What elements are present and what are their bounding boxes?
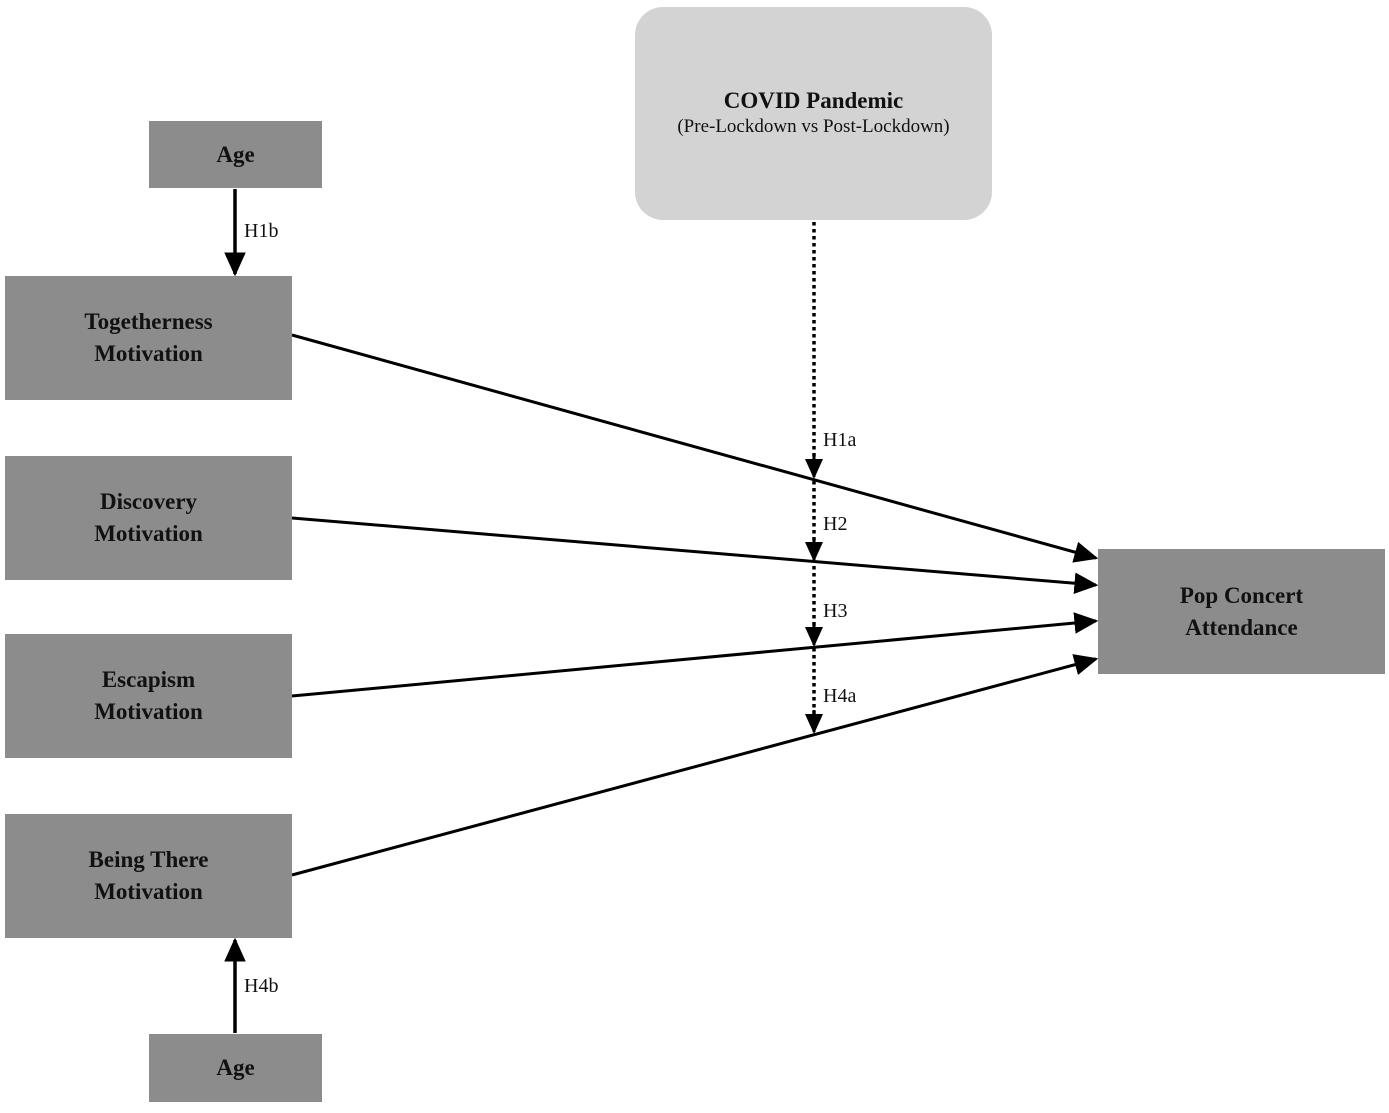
hypothesis-label-h3: H3 [823, 600, 848, 622]
covid-pandemic-box: COVID Pandemic (Pre-Lockdown vs Post-Loc… [635, 7, 992, 220]
arrow-discovery-to-attendance [291, 516, 1099, 594]
age-box-top: Age [149, 121, 322, 188]
togetherness-motivation-label: Togetherness Motivation [84, 309, 213, 366]
arrow-escapism-to-attendance [291, 612, 1099, 698]
covid-pandemic-subtitle: (Pre-Lockdown vs Post-Lockdown) [677, 115, 950, 137]
covid-pandemic-title: COVID Pandemic [723, 87, 904, 113]
escapism-motivation-box: Escapism Motivation [5, 634, 292, 758]
age-bottom-label: Age [216, 1055, 255, 1080]
hypothesis-label-h4b: H4b [244, 975, 279, 997]
discovery-motivation-label: Discovery Motivation [94, 489, 203, 546]
age-top-label: Age [216, 141, 255, 167]
pop-concert-attendance-box: Pop Concert Attendance [1098, 549, 1385, 674]
hypothesis-label-h1b: H1b [244, 220, 279, 242]
escapism-motivation-label: Escapism Motivation [94, 667, 203, 724]
age-box-bottom: Age [149, 1034, 322, 1102]
hypothesis-label-h2: H2 [823, 513, 848, 535]
arrow-being-there-to-attendance [291, 654, 1099, 877]
being-there-motivation-label: Being There Motivation [88, 847, 209, 904]
being-there-motivation-box: Being There Motivation [5, 814, 292, 938]
pop-concert-attendance-label: Pop Concert Attendance [1179, 582, 1304, 640]
discovery-motivation-box: Discovery Motivation [5, 456, 292, 580]
togetherness-motivation-box: Togetherness Motivation [5, 276, 292, 400]
arrow-togetherness-to-attendance [291, 333, 1099, 563]
hypothesis-label-h1a: H1a [823, 429, 857, 451]
hypothesis-label-h4a: H4a [823, 685, 857, 707]
